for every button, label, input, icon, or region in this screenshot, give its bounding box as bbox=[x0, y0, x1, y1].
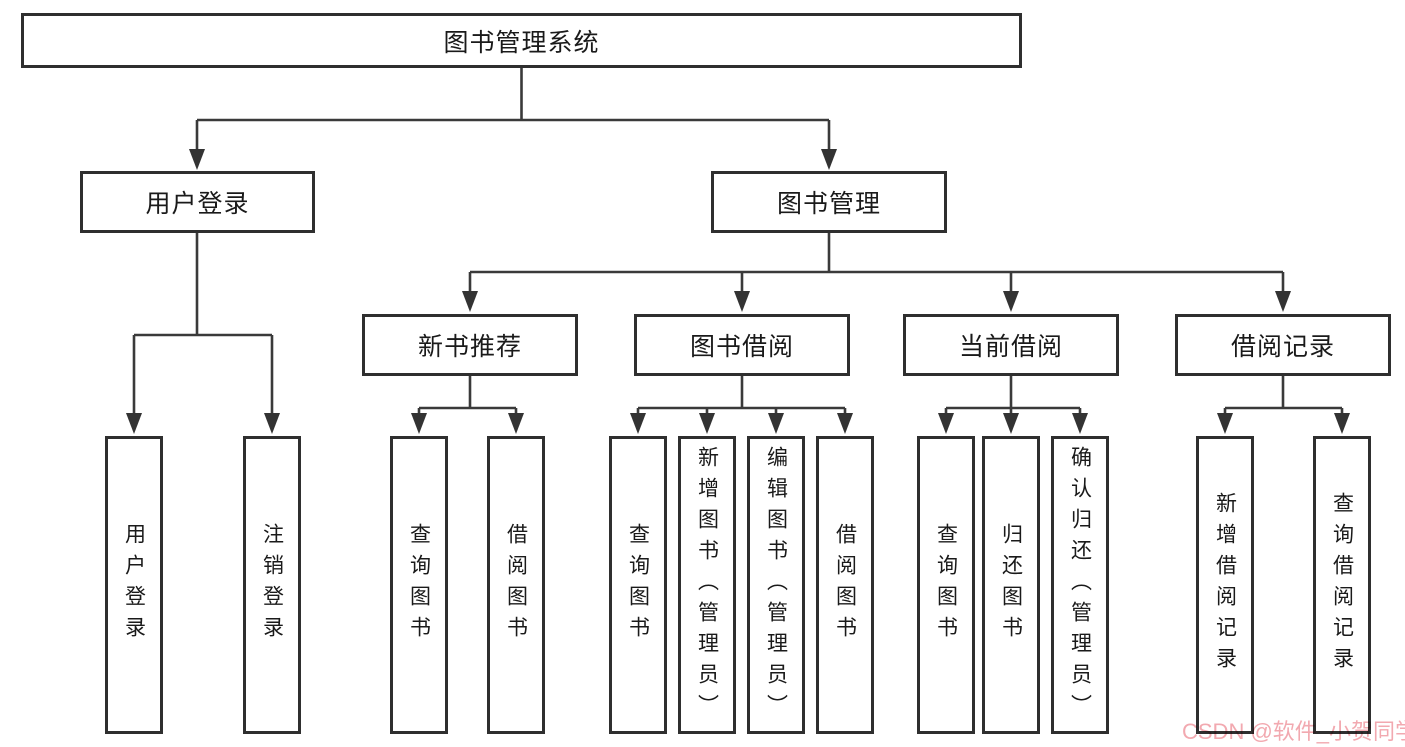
leaf-borrow-books: 借阅图书 bbox=[816, 436, 874, 734]
arrow-down-icon bbox=[462, 291, 478, 312]
leaf-recommend-query-books: 查询图书 bbox=[390, 436, 448, 734]
arrow-down-icon bbox=[508, 413, 524, 434]
connector-record-children bbox=[1217, 376, 1350, 434]
leaf-query-borrow-record: 查询借阅记录 bbox=[1313, 436, 1371, 734]
node-new-book-recommend: 新书推荐 bbox=[362, 314, 578, 376]
connector-current-children bbox=[938, 376, 1088, 434]
connector-user-login-children bbox=[126, 233, 280, 434]
connector-recommend-children bbox=[411, 376, 524, 434]
arrow-down-icon bbox=[126, 413, 142, 434]
leaf-recommend-borrow-books: 借阅图书 bbox=[487, 436, 545, 734]
arrow-down-icon bbox=[411, 413, 427, 434]
csdn-watermark: CSDN @软件_小贺同学 bbox=[1182, 719, 1405, 744]
leaf-user-login: 用户登录 bbox=[105, 436, 163, 734]
arrow-down-icon bbox=[734, 291, 750, 312]
leaf-edit-book-admin: 编辑图书（管理员） bbox=[747, 436, 805, 734]
arrow-down-icon bbox=[1217, 413, 1233, 434]
arrow-down-icon bbox=[1334, 413, 1350, 434]
leaf-current-query-books: 查询图书 bbox=[917, 436, 975, 734]
arrow-down-icon bbox=[1003, 413, 1019, 434]
leaf-borrow-query-books: 查询图书 bbox=[609, 436, 667, 734]
node-borrow-record: 借阅记录 bbox=[1175, 314, 1391, 376]
node-current-borrow: 当前借阅 bbox=[903, 314, 1119, 376]
arrow-down-icon bbox=[938, 413, 954, 434]
arrow-down-icon bbox=[821, 149, 837, 170]
arrow-down-icon bbox=[1003, 291, 1019, 312]
arrow-down-icon bbox=[1275, 291, 1291, 312]
leaf-return-book: 归还图书 bbox=[982, 436, 1040, 734]
node-book-management: 图书管理 bbox=[711, 171, 947, 233]
connector-borrow-children bbox=[630, 376, 853, 434]
node-user-login: 用户登录 bbox=[80, 171, 315, 233]
arrow-down-icon bbox=[837, 413, 853, 434]
leaf-add-book-admin: 新增图书（管理员） bbox=[678, 436, 736, 734]
arrow-down-icon bbox=[768, 413, 784, 434]
leaf-confirm-return-admin: 确认归还（管理员） bbox=[1051, 436, 1109, 734]
arrow-down-icon bbox=[264, 413, 280, 434]
node-library-system: 图书管理系统 bbox=[21, 13, 1022, 68]
arrow-down-icon bbox=[699, 413, 715, 434]
arrow-down-icon bbox=[189, 149, 205, 170]
leaf-add-borrow-record: 新增借阅记录 bbox=[1196, 436, 1254, 734]
node-book-borrow: 图书借阅 bbox=[634, 314, 850, 376]
connector-root-to-level2 bbox=[189, 68, 837, 170]
arrow-down-icon bbox=[1072, 413, 1088, 434]
leaf-logout: 注销登录 bbox=[243, 436, 301, 734]
connector-book-management-children bbox=[462, 233, 1291, 312]
arrow-down-icon bbox=[630, 413, 646, 434]
